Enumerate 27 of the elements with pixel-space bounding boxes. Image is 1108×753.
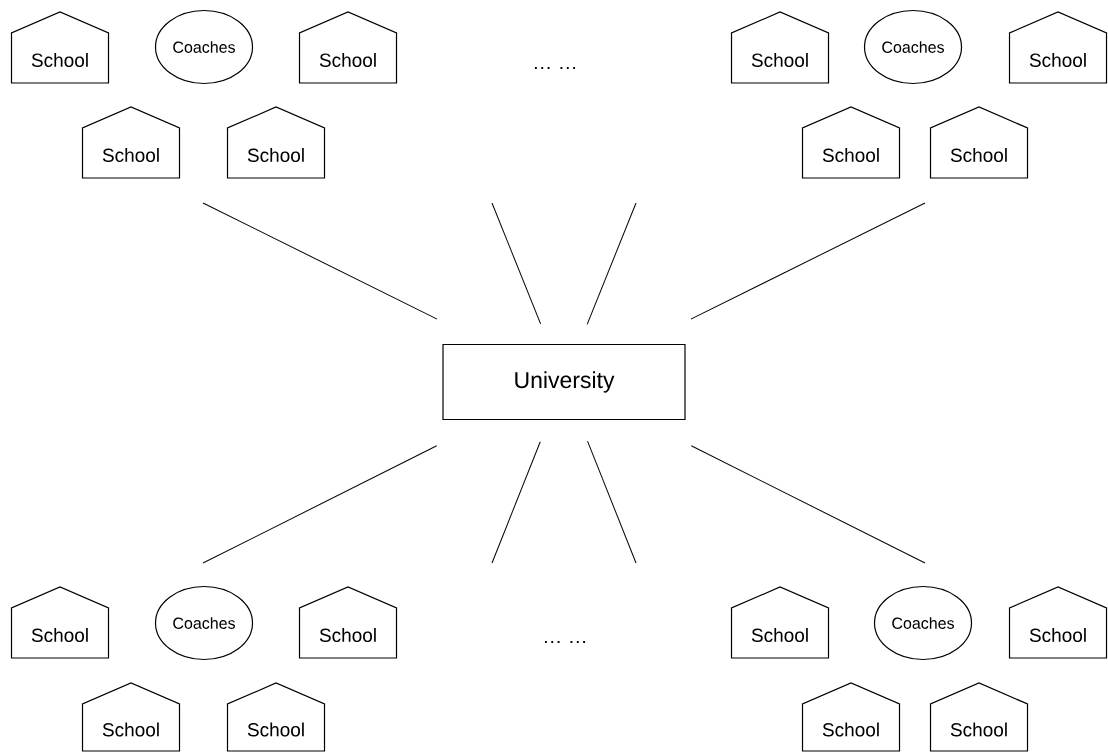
school-building: School	[1008, 586, 1108, 659]
school-building: School	[81, 682, 181, 752]
school-building: School	[298, 586, 398, 659]
school-building: School	[801, 106, 901, 179]
ellipsis-text: … …	[544, 640, 586, 644]
school-building: School	[81, 106, 181, 179]
connector-line	[491, 441, 541, 564]
school-building: School	[730, 586, 830, 659]
school-building: School	[801, 682, 901, 752]
school-building: School	[226, 682, 326, 752]
school-building: School	[226, 106, 326, 179]
connector-line	[202, 445, 438, 564]
school-building: School	[10, 586, 110, 659]
ellipsis-text: … …	[534, 66, 576, 70]
school-building: School	[10, 11, 110, 84]
connector-line	[202, 202, 438, 320]
school-building: School	[298, 11, 398, 84]
connector-line	[491, 202, 542, 325]
school-building: School	[1008, 11, 1108, 84]
connector-line	[690, 445, 926, 564]
connector-line	[586, 202, 637, 325]
connector-line	[690, 202, 926, 320]
school-building: School	[929, 682, 1029, 752]
school-building: School	[730, 11, 830, 84]
university-box: University	[442, 343, 686, 421]
connector-line	[587, 440, 637, 564]
school-building: School	[929, 106, 1029, 179]
